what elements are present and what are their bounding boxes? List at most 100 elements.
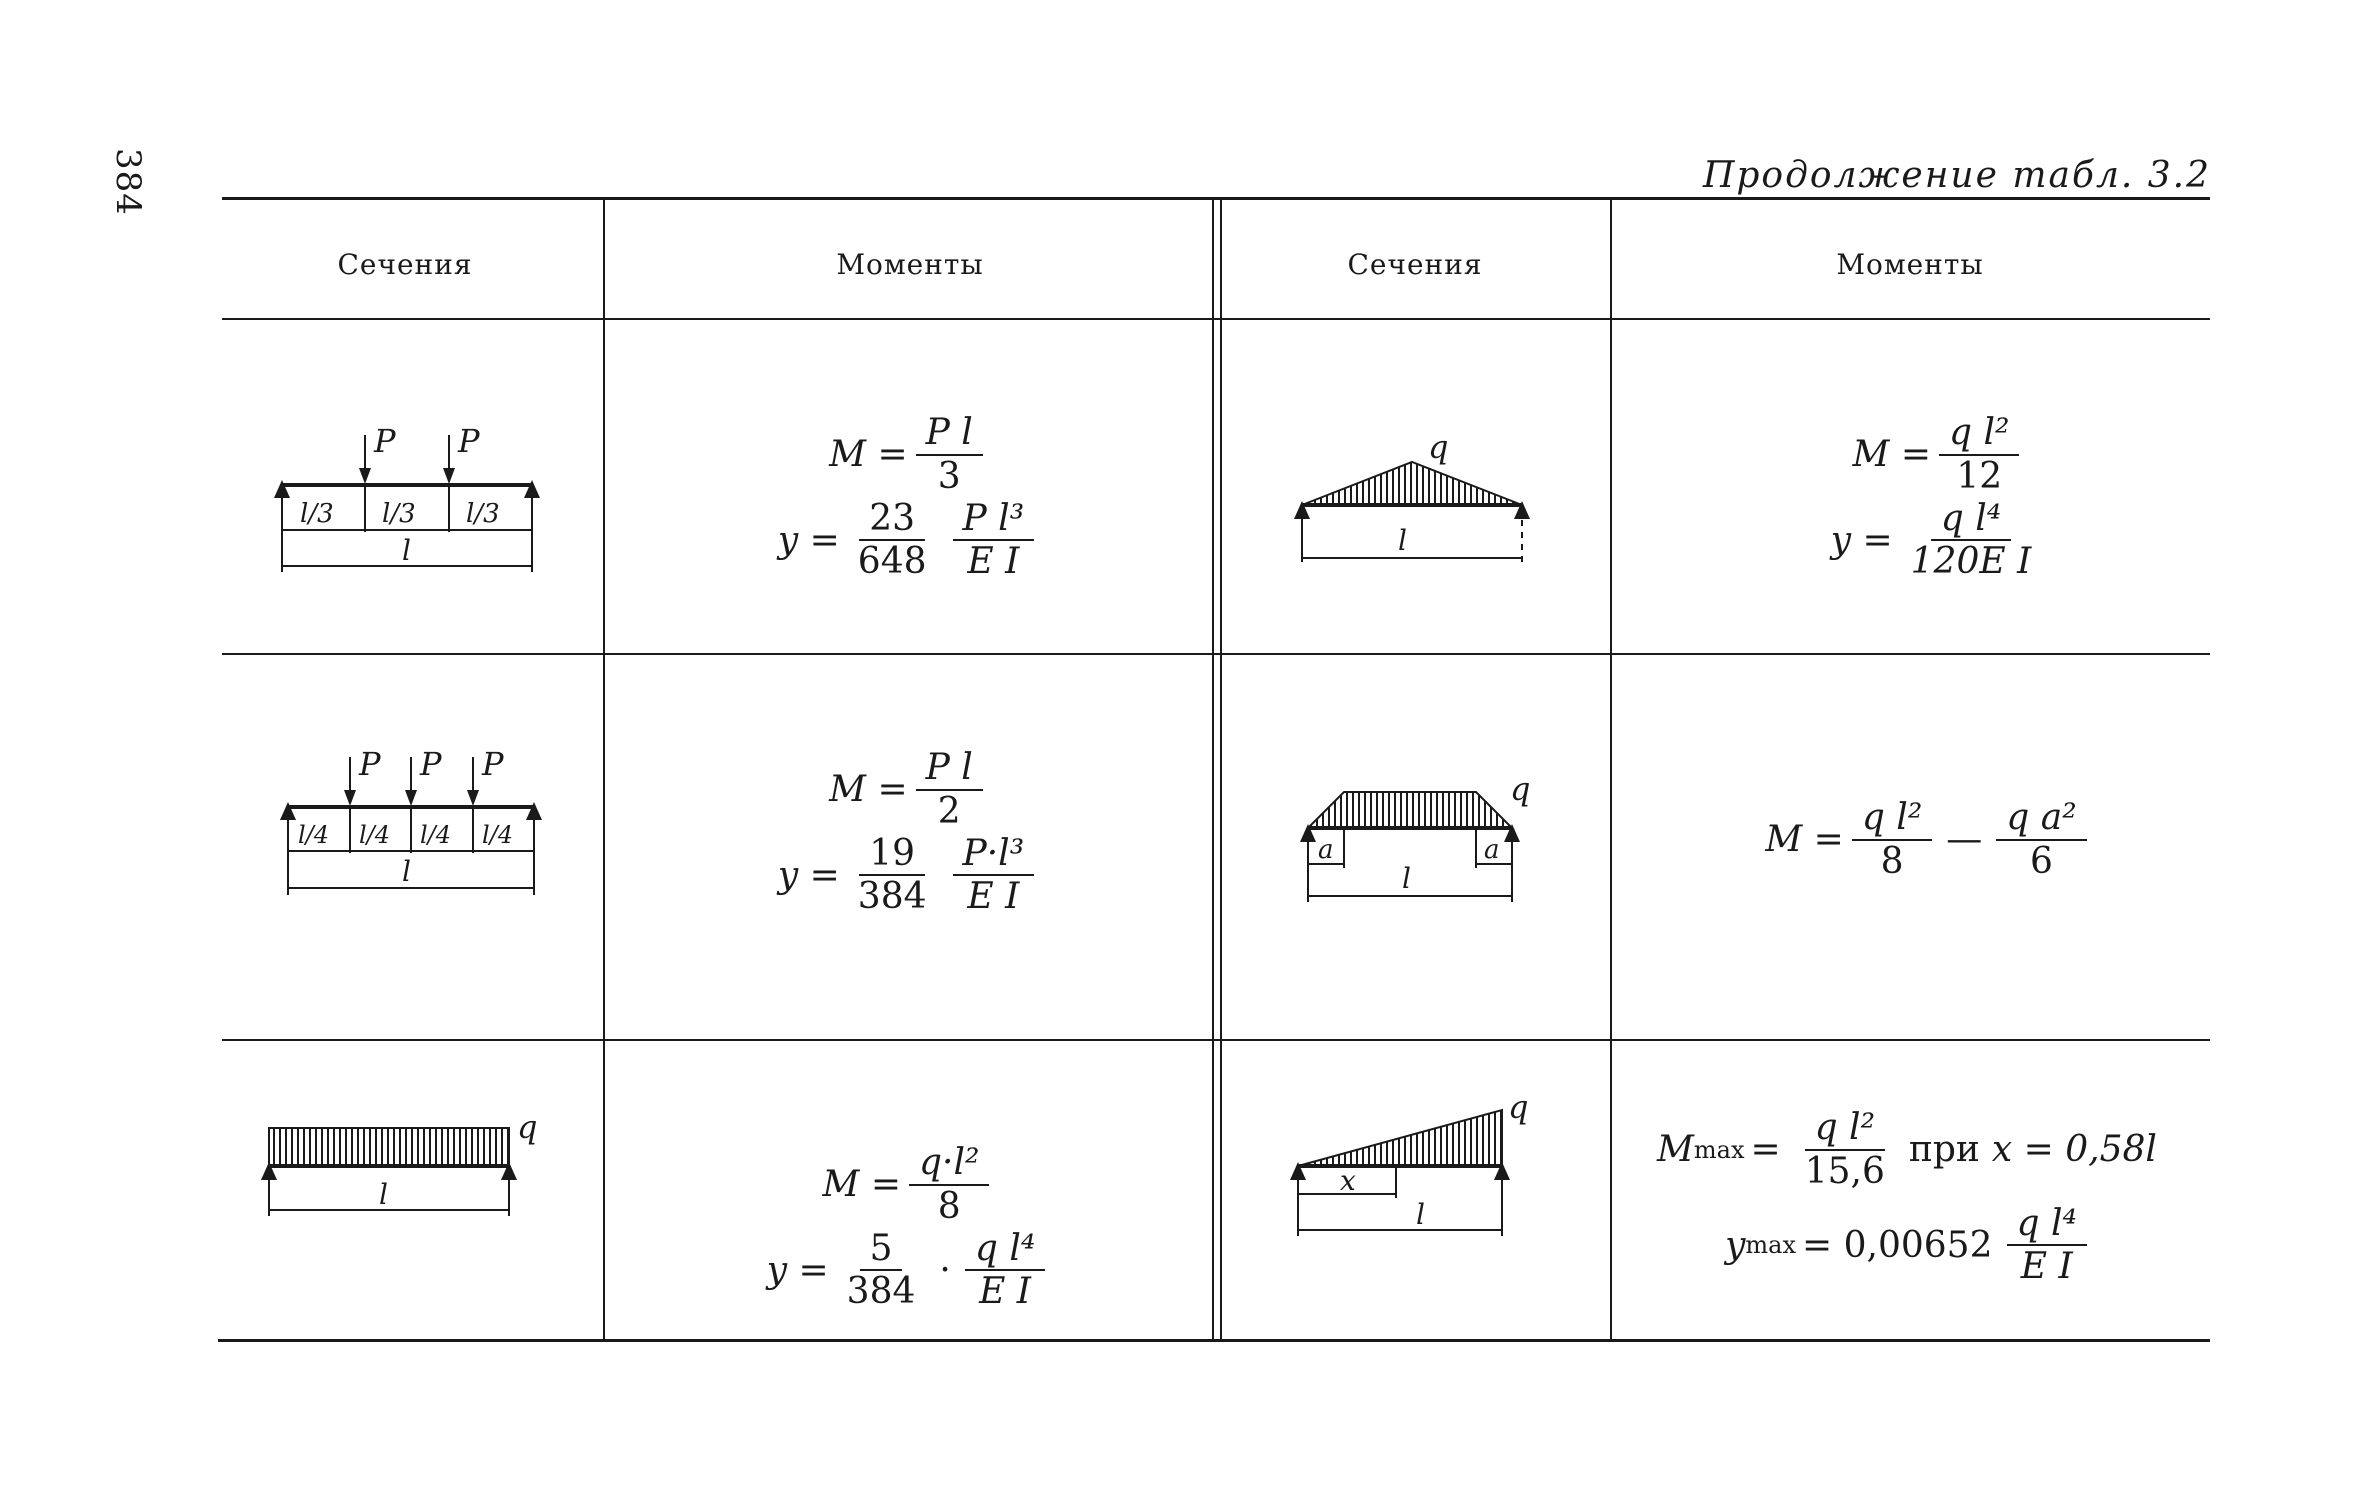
lhs: M = [829, 769, 908, 811]
load-label-p1: P [358, 745, 381, 783]
deflection-formula: y = 5 384 · q l⁴ E I [740, 1229, 1080, 1313]
fraction: q l⁴ E I [964, 1229, 1046, 1313]
beam-diagram-increasing-load: q x l [1290, 1088, 1528, 1236]
equals-value: = 0,00652 [1802, 1224, 1993, 1266]
denominator: 120E I [1910, 541, 2032, 583]
moment-symbol: M [1657, 1129, 1694, 1171]
denominator: 8 [937, 1185, 961, 1227]
denominator: 6 [2029, 840, 2053, 882]
beam-diagram-three-point-loads: P P P l/4 l/4 l/4 l/4 l [280, 745, 542, 895]
numerator: q a² [1996, 799, 2087, 841]
condition: x = 0,58l [1991, 1129, 2157, 1171]
numerator: q l⁴ [1930, 499, 2012, 542]
load-label-q: q [1508, 1088, 1528, 1126]
denominator: E I [967, 541, 1020, 583]
numerator: P·l³ [952, 834, 1035, 877]
formula-block-r3-left: M = q·l² 8 y = 5 384 · q l⁴ E I [740, 1140, 1080, 1315]
moment-formula: M = q l² 8 — q a² 6 [1720, 799, 2140, 881]
col-divider-3 [1610, 200, 1612, 1340]
denominator: 384 [857, 876, 927, 918]
denominator: E I [979, 1271, 1032, 1313]
table-bottom-rule [218, 1339, 2210, 1342]
denominator: 12 [1956, 455, 2003, 497]
fraction: q l² 15,6 [1795, 1109, 1895, 1191]
header-moments-left: Моменты [836, 248, 984, 281]
page-number: 384 [108, 148, 148, 216]
row2-bottom-rule [222, 1039, 2210, 1041]
moment-formula: M = P l 3 [740, 414, 1080, 496]
numerator: 5 [859, 1229, 903, 1272]
segment-label-1: l/3 [300, 499, 334, 529]
denominator: E I [967, 876, 1020, 918]
denominator: 648 [857, 541, 927, 583]
moment-formula: M = P l 2 [740, 749, 1080, 831]
moment-formula: M = q l² 12 [1780, 414, 2100, 496]
table-caption: Продолжение табл. 3.2 [1702, 155, 2211, 196]
fraction: q·l² 8 [909, 1144, 990, 1227]
numerator: q l² [1939, 414, 2020, 456]
condition-word: при [1908, 1129, 1980, 1171]
span-label: l [402, 534, 411, 567]
segment-label-3: l/4 [420, 821, 451, 849]
col-divider-1 [603, 200, 605, 1340]
load-label-q: q [1428, 428, 1448, 466]
segment-label-4: l/4 [482, 821, 513, 849]
segment-label-1: l/4 [298, 821, 329, 849]
fraction: P l 3 [915, 414, 983, 496]
fraction: P·l³ E I [952, 834, 1035, 918]
lhs: y = [766, 1249, 829, 1291]
coefficient-fraction: 5 384 [837, 1229, 926, 1313]
fraction: P l³ E I [952, 499, 1035, 583]
denominator: 384 [846, 1271, 916, 1313]
offset-label-a-left: a [1318, 835, 1334, 865]
deflection-formula: y = q l⁴ 120E I [1780, 499, 2100, 583]
row1-bottom-rule [222, 653, 2210, 655]
segment-label-3: l/3 [466, 499, 500, 529]
numerator: P l [915, 414, 983, 456]
denominator: E I [2020, 1246, 2073, 1288]
load-label-p1: P [373, 422, 396, 460]
numerator: 23 [859, 499, 926, 542]
span-label: l [1402, 862, 1411, 895]
numerator: q l⁴ [2006, 1204, 2087, 1247]
minus-sign: — [1946, 819, 1983, 861]
span-label: l [1398, 524, 1407, 557]
lhs: M = [1765, 819, 1844, 861]
multiplication-dot: · [939, 1249, 951, 1291]
moment-formula: M = q·l² 8 [740, 1144, 1080, 1226]
lhs: y = [777, 854, 840, 896]
coefficient-fraction: 23 648 [848, 499, 937, 583]
coord-label-x: x [1340, 1164, 1356, 1197]
load-label-q: q [517, 1108, 537, 1146]
deflection-symbol: y [1725, 1224, 1746, 1266]
subscript: max [1693, 1135, 1745, 1164]
formula-block-r1-right: M = q l² 12 y = q l⁴ 120E I [1780, 410, 2100, 585]
denominator: 8 [1880, 840, 1904, 882]
numerator: q l² [1851, 799, 1933, 841]
col-divider-middle-a [1212, 200, 1214, 1340]
fraction: q l⁴ 120E I [1901, 499, 2042, 583]
numerator: 19 [859, 834, 926, 877]
fraction: q l² 12 [1939, 414, 2020, 497]
offset-label-a-right: a [1484, 835, 1500, 865]
lhs: M = [822, 1164, 902, 1206]
load-label-p3: P [481, 745, 504, 783]
load-label-p2: P [419, 745, 442, 783]
lhs: y = [777, 519, 840, 561]
formula-block-r2-left: M = P l 2 y = 19 384 P·l³ E I [740, 745, 1080, 920]
col-divider-middle-b [1220, 200, 1222, 1340]
numerator: q·l² [909, 1144, 990, 1186]
numerator: P l [915, 749, 983, 791]
segment-label-2: l/4 [359, 821, 390, 849]
formula-block-r2-right: M = q l² 8 — q a² 6 [1720, 795, 2140, 885]
segment-label-2: l/3 [382, 499, 416, 529]
beam-diagram-two-point-loads: P P l/3 l/3 l/3 l [274, 422, 540, 572]
header-bottom-rule [222, 318, 2210, 320]
denominator: 2 [937, 790, 961, 832]
deflection-formula: y = 23 648 P l³ E I [740, 499, 1080, 583]
coefficient-fraction: 19 384 [848, 834, 937, 918]
denominator: 15,6 [1804, 1150, 1885, 1192]
lhs: M = [829, 434, 908, 476]
